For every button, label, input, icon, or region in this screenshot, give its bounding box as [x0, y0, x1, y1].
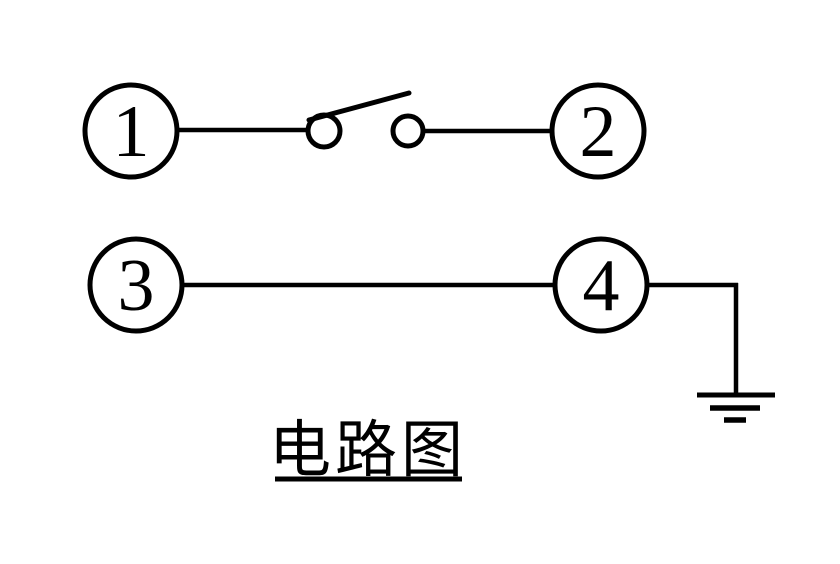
switch-right-contact	[390, 113, 426, 149]
terminal-4-label: 4	[583, 245, 620, 327]
switch-icon	[305, 90, 426, 150]
terminal-3-label: 3	[118, 245, 155, 327]
terminal-2-label: 2	[580, 91, 617, 173]
diagram-title: 电路图	[269, 417, 467, 485]
terminal-2-circle	[549, 82, 647, 180]
ground-icon	[697, 392, 775, 423]
switch-blade	[306, 90, 412, 123]
terminal-1-label: 1	[113, 91, 150, 173]
